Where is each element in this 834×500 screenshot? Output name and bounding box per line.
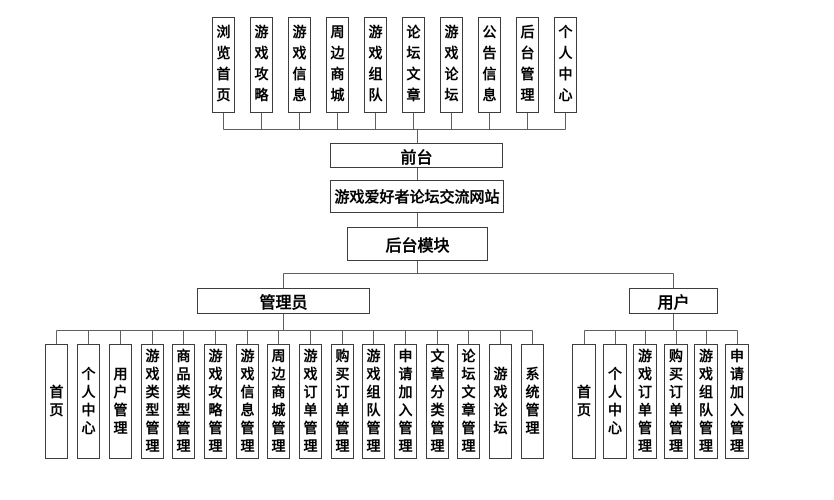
admin-module-join-request-manage: 申请加入管理 xyxy=(394,344,417,459)
admin-module-game-order-manage: 游戏订单管理 xyxy=(299,344,322,459)
site-title: 游戏爱好者论坛交流网站 xyxy=(330,180,504,213)
front-node: 前台 xyxy=(330,143,503,168)
admin-module-personal-center: 个人中心 xyxy=(77,344,100,459)
admin-module-purchase-order-manage: 购买订单管理 xyxy=(331,344,354,459)
user-module-home: 首页 xyxy=(572,344,596,459)
admin-module-forum-article-manage: 论坛文章管理 xyxy=(457,344,480,459)
user-module-game-team-manage: 游戏组队管理 xyxy=(694,344,718,459)
user-module-game-order-manage: 游戏订单管理 xyxy=(633,344,657,459)
back-node: 后台模块 xyxy=(347,227,488,261)
user-node: 用户 xyxy=(629,288,718,314)
admin-module-game-forum: 游戏论坛 xyxy=(489,344,512,459)
user-module-join-request-manage: 申请加入管理 xyxy=(725,344,749,459)
admin-module-product-type-manage: 商品类型管理 xyxy=(172,344,195,459)
admin-node: 管理员 xyxy=(197,288,370,314)
admin-module-mall-manage: 周边商城管理 xyxy=(267,344,290,459)
admin-module-home: 首页 xyxy=(45,344,68,459)
front-module-backend-manage: 后台管理 xyxy=(516,17,539,113)
front-module-personal-center: 个人中心 xyxy=(554,17,577,113)
admin-module-game-strategy-manage: 游戏攻略管理 xyxy=(204,344,227,459)
front-module-mall: 周边商城 xyxy=(326,17,349,113)
front-module-announcement: 公告信息 xyxy=(478,17,501,113)
front-module-forum-article: 论坛文章 xyxy=(402,17,425,113)
front-module-browse-home: 浏览首页 xyxy=(212,17,235,113)
user-module-personal-center: 个人中心 xyxy=(603,344,627,459)
admin-module-game-team-manage: 游戏组队管理 xyxy=(362,344,385,459)
front-module-game-team: 游戏组队 xyxy=(364,17,387,113)
admin-module-system-manage: 系统管理 xyxy=(521,344,544,459)
front-module-game-info: 游戏信息 xyxy=(288,17,311,113)
admin-module-article-category-manage: 文章分类管理 xyxy=(426,344,449,459)
user-module-purchase-order-manage: 购买订单管理 xyxy=(664,344,688,459)
admin-module-game-type-manage: 游戏类型管理 xyxy=(141,344,164,459)
front-module-game-strategy: 游戏攻略 xyxy=(250,17,273,113)
front-module-game-forum: 游戏论坛 xyxy=(440,17,463,113)
admin-module-game-info-manage: 游戏信息管理 xyxy=(236,344,259,459)
admin-module-user-manage: 用户管理 xyxy=(109,344,132,459)
